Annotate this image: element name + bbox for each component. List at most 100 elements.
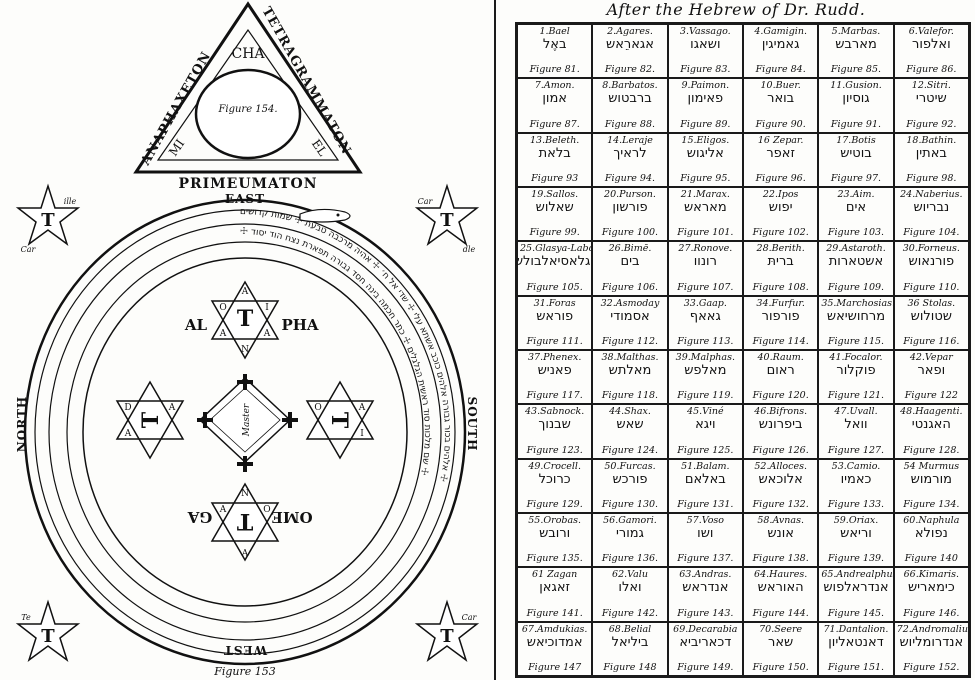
spirit-figure-number: Figure 83. xyxy=(680,64,731,76)
pentagram-northeast: T Car dle xyxy=(414,183,480,254)
spirit-name: 44.Shax. xyxy=(609,406,651,418)
pentagram-sw-word: Te xyxy=(21,613,31,622)
svg-text:T: T xyxy=(326,412,352,429)
spirit-name: 26.Bimē. xyxy=(608,243,652,255)
spirit-hebrew-name: אים xyxy=(845,199,867,215)
spirit-hebrew-name: שיטרי xyxy=(915,91,947,107)
spirit-name: 17.Botis xyxy=(836,134,876,146)
spirit-figure-number: Figure 132. xyxy=(752,498,809,510)
svg-text:N: N xyxy=(241,489,249,499)
spirit-name: 3.Vassago. xyxy=(679,26,731,37)
hexagram-left: T D A A xyxy=(115,380,185,460)
spirit-name: 45.Viné xyxy=(687,406,724,418)
spirit-figure-number: Figure 100. xyxy=(601,227,659,239)
spirit-name: 35.Marchosias. xyxy=(821,297,894,309)
table-header: After the Hebrew of Dr. Rudd. xyxy=(606,0,866,19)
spirit-name: 38.Malthas. xyxy=(601,351,659,363)
pentagram-southeast: T Car xyxy=(414,599,480,662)
spirit-hebrew-name: בוטיש xyxy=(840,145,872,161)
hexagram-bottom: T N A A O xyxy=(210,482,280,562)
triangle-inner-top: CHA xyxy=(231,46,265,62)
spirit-figure-number: Figure 142. xyxy=(601,607,659,619)
spirit-hebrew-name: ביפרונש xyxy=(758,417,803,433)
spirit-name: 14.Leraje xyxy=(607,134,653,146)
spirit-name: 12.Sitri. xyxy=(911,80,951,92)
spirit-hebrew-name: גאאף xyxy=(689,308,721,324)
spirit-figure-number: Figure 112. xyxy=(601,335,659,347)
svg-text:T: T xyxy=(138,411,164,428)
spirit-hebrew-name: מאראש xyxy=(683,199,727,215)
spirit-hebrew-name: האוראש xyxy=(757,580,804,596)
spirit-hebrew-name: כרוכל xyxy=(538,471,571,487)
spirit-hebrew-name: מאלתש xyxy=(608,362,652,378)
spirit-hebrew-name: דאנטאליון xyxy=(828,634,884,650)
svg-text:A: A xyxy=(358,403,366,413)
spirit-name: 72.Andromalius xyxy=(896,623,969,635)
svg-text:A: A xyxy=(124,429,132,439)
svg-text:A: A xyxy=(219,505,227,515)
hexagram-top: T A O I A A N xyxy=(210,280,280,360)
spirit-hebrew-name: אנדרומליוש xyxy=(899,634,964,650)
spirit-name: 50.Furcas. xyxy=(604,460,656,472)
spirit-figure-number: Figure 119. xyxy=(677,390,734,402)
svg-text:I: I xyxy=(360,429,364,439)
spirit-name: 29.Astaroth. xyxy=(826,243,886,255)
spirit-figure-number: Figure 85. xyxy=(830,64,882,76)
spirit-name: 42.Vepar xyxy=(909,351,953,363)
spirit-name: 13.Beleth. xyxy=(530,134,580,146)
spirit-hebrew-name: ראום xyxy=(766,362,795,378)
spirit-name: 6.Valefor. xyxy=(908,26,954,37)
spirit-figure-number: Figure 145. xyxy=(827,607,885,619)
spirit-hebrew-name: ויגא xyxy=(695,417,716,433)
spirit-figure-number: Figure 86. xyxy=(906,64,957,76)
spirit-name: 19.Sallos. xyxy=(531,188,579,200)
spirit-figure-number: Figure 91. xyxy=(830,118,882,130)
spirit-figure-number: Figure 137. xyxy=(677,553,734,565)
spirit-figure-number: Figure 93 xyxy=(531,172,579,184)
svg-text:O: O xyxy=(219,303,226,313)
central-diamond: Master xyxy=(198,376,292,464)
pentagram-ne-t: T xyxy=(440,210,454,231)
spirit-hebrew-name: באתין xyxy=(915,145,947,161)
spirit-name: 28.Berith. xyxy=(756,243,805,255)
spirit-figure-number: Figure 122 xyxy=(904,390,958,402)
spirit-figure-number: Figure 115. xyxy=(827,335,885,347)
spirit-name: 54 Murmus xyxy=(903,460,960,472)
spirit-name: 59.Oriax. xyxy=(833,514,879,526)
triangle-inner-left: MI xyxy=(166,137,187,159)
spirit-name: 1.Bael xyxy=(539,26,570,37)
spirit-name: 25.Glasya-Labolas. xyxy=(520,243,591,255)
spirit-name: 69.Decarabia xyxy=(673,623,738,635)
spirit-hebrew-name: בים xyxy=(620,254,640,270)
spirit-name: 39.Malphas. xyxy=(675,351,735,363)
svg-text:O: O xyxy=(314,403,321,413)
spirit-hebrew-name: מרחושיאש xyxy=(826,308,886,324)
svg-text:A: A xyxy=(219,329,227,339)
spirit-figure-number: Figure 117. xyxy=(526,390,583,402)
spirit-figure-number: Figure 107. xyxy=(677,281,734,293)
svg-text:D: D xyxy=(124,403,131,413)
